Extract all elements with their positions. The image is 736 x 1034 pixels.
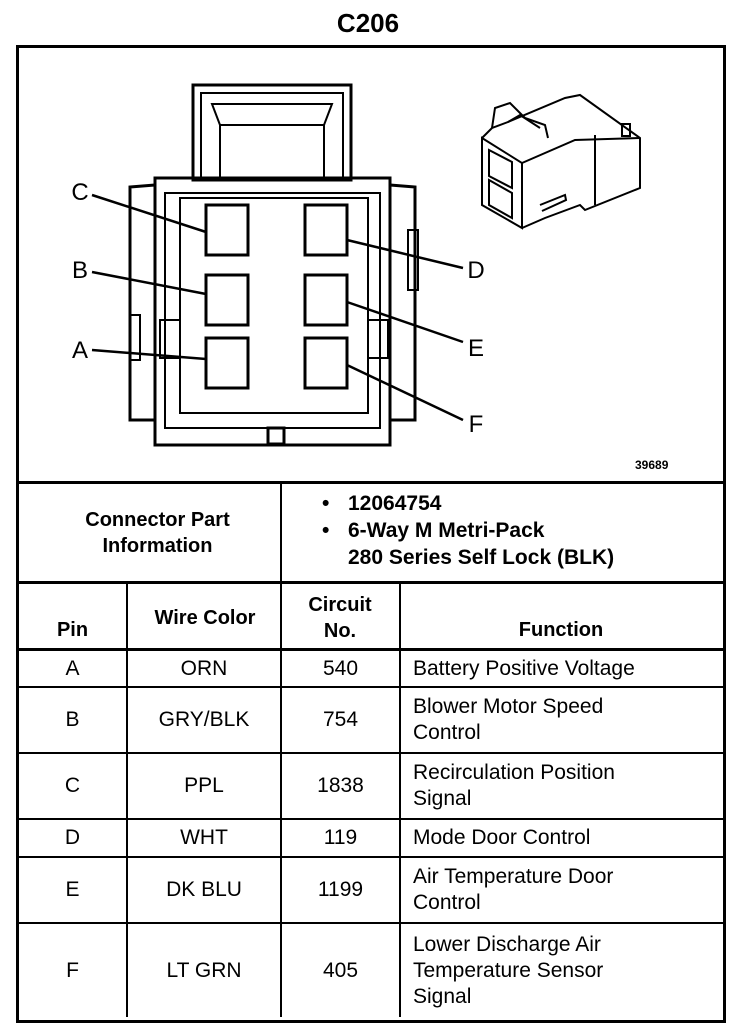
pin-cavity-a	[204, 336, 250, 390]
cell-function: Mode Door Control	[413, 826, 591, 849]
leader-line-d	[346, 238, 464, 270]
divider	[16, 856, 723, 858]
leader-line-e	[346, 300, 464, 344]
cell-wire-color: ORN	[180, 656, 228, 680]
divider	[16, 922, 723, 924]
leader-line-f	[346, 363, 464, 422]
divider	[16, 752, 723, 754]
cell-pin: A	[65, 656, 80, 680]
header-wire-color: Wire Color	[154, 607, 256, 629]
part-number: •12064754	[322, 492, 442, 515]
connector-3d-view	[481, 93, 641, 230]
cell-wire-color: GRY/BLK	[158, 708, 250, 731]
pin-label-d: D	[467, 257, 484, 284]
connector-title: C206	[336, 8, 400, 38]
connector-face-diagram: C B A D E F	[71, 83, 641, 447]
connector-frame	[16, 45, 726, 1023]
divider	[280, 583, 282, 1017]
connector-info-list: •12064754 •6-Way M Metri-Pack 280 Series…	[322, 490, 614, 571]
cell-circuit-no: 1199	[317, 878, 364, 901]
cell-wire-color: LT GRN	[166, 958, 242, 982]
pin-label-a: A	[72, 337, 88, 364]
leader-line-a	[91, 348, 207, 361]
leader-line-b	[91, 270, 207, 296]
cell-wire-color: WHT	[180, 826, 228, 849]
figure-number: 39689	[635, 458, 669, 472]
pin-cavity-f	[303, 336, 349, 390]
divider	[280, 483, 282, 583]
pin-label-b: B	[72, 257, 88, 284]
cell-circuit-no: 1838	[317, 774, 364, 797]
divider	[16, 818, 723, 820]
header-pin: Pin	[56, 619, 89, 641]
pin-cavity-d	[303, 203, 349, 257]
connector-type: •6-Way M Metri-Pack	[322, 519, 545, 542]
cell-function: Battery Positive Voltage	[413, 656, 635, 680]
cell-function: Blower Motor Speed Control	[413, 695, 604, 744]
divider	[399, 583, 401, 1017]
cell-pin: C	[64, 774, 81, 797]
cell-circuit-no: 119	[323, 826, 358, 849]
header-function: Function	[518, 619, 604, 641]
divider	[16, 581, 723, 584]
pin-label-f: F	[469, 411, 484, 438]
cell-pin: D	[64, 826, 81, 849]
connector-series: 280 Series Self Lock (BLK)	[348, 546, 615, 569]
divider	[16, 481, 723, 484]
cell-wire-color: PPL	[184, 774, 224, 797]
cell-pin: E	[65, 878, 80, 901]
cell-function: Air Temperature Door Control	[413, 865, 614, 914]
pin-cavity-b	[204, 273, 250, 327]
cell-pin: B	[65, 708, 80, 731]
divider	[16, 686, 723, 688]
cell-circuit-no: 540	[322, 656, 359, 680]
cell-pin: F	[66, 958, 79, 982]
cell-wire-color: DK BLU	[166, 878, 242, 901]
cell-function: Lower Discharge Air Temperature Sensor S…	[413, 932, 604, 1008]
leader-line-c	[91, 193, 207, 234]
cell-circuit-no: 754	[322, 708, 359, 731]
connector-info-label: Connector Part Information	[85, 509, 230, 557]
divider	[16, 648, 723, 651]
pin-cavity-e	[303, 273, 349, 327]
pin-cavities	[204, 203, 349, 390]
divider	[126, 583, 128, 1017]
cell-function: Recirculation Position Signal	[413, 761, 615, 810]
cell-circuit-no: 405	[322, 958, 359, 982]
pin-label-c: C	[71, 179, 88, 206]
header-circuit-no: Circuit No.	[308, 594, 372, 642]
pin-cavity-c	[204, 203, 250, 257]
pin-label-e: E	[468, 335, 484, 362]
